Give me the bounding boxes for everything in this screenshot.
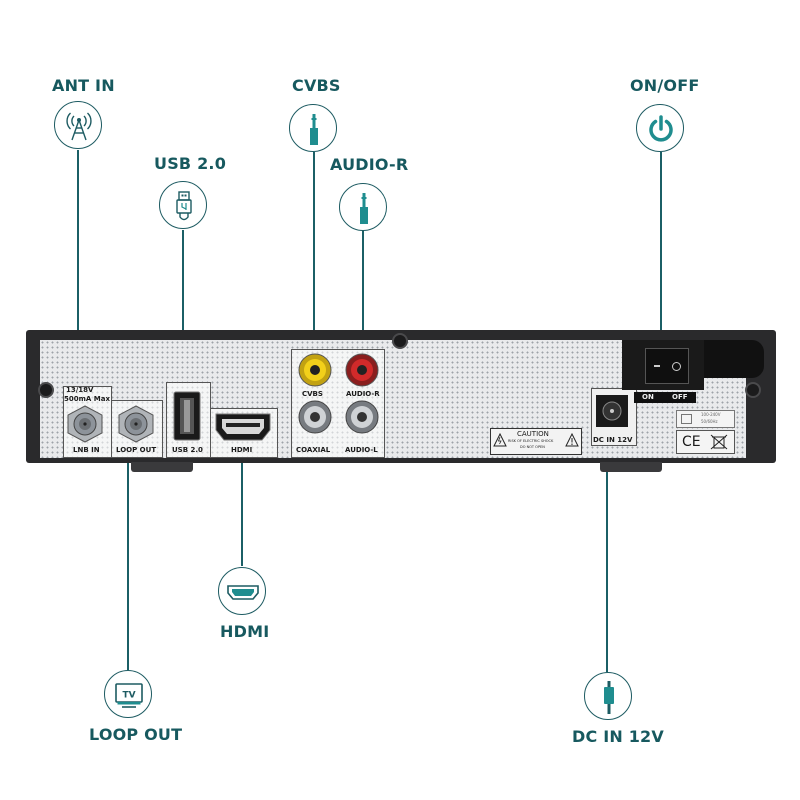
audio-l-port-label: AUDIO-L — [345, 446, 378, 454]
tv-icon-text: TV — [122, 691, 135, 701]
label-usb: USB 2.0 — [154, 154, 227, 173]
coaxial-jack — [298, 400, 332, 434]
coaxial-port-label: COAXIAL — [296, 446, 331, 454]
caution-line2: DO NOT OPEN — [520, 445, 545, 449]
label-on-off: ON/OFF — [630, 76, 700, 95]
warning-icon — [565, 433, 579, 447]
power-cord — [704, 340, 764, 378]
loop-out-connector — [118, 405, 154, 443]
screw — [745, 382, 761, 398]
dc-in-jack — [596, 395, 628, 427]
caution-line1: RISK OF ELECTRIC SHOCK — [508, 439, 554, 443]
leader-cvbs — [313, 152, 315, 364]
lnb-voltage-label: 13/18V — [66, 386, 94, 394]
audio-l-jack — [345, 400, 379, 434]
switch-off-label: OFF — [672, 393, 688, 401]
hdmi-port — [215, 413, 271, 441]
label-loop-out: LOOP OUT — [89, 725, 183, 744]
cvbs-jack — [298, 353, 332, 387]
leader-hdmi — [241, 426, 243, 566]
usb-port-label: USB 2.0 — [172, 446, 203, 454]
hdmi-port-label: HDMI — [231, 446, 253, 454]
ce-mark: CE — [682, 434, 701, 450]
loop-out-port-label: LOOP OUT — [116, 446, 157, 454]
dc-in-port-label: DC IN 12V — [593, 436, 633, 444]
caution-title: CAUTION — [517, 430, 549, 438]
label-ant-in: ANT IN — [52, 76, 115, 95]
leader-ant-in — [77, 150, 79, 412]
ce-sticker: CE — [676, 430, 735, 454]
label-cvbs: CVBS — [292, 76, 341, 95]
leader-dc-in — [606, 410, 608, 672]
leader-loop-out — [127, 430, 129, 670]
cvbs-port-label: CVBS — [302, 390, 323, 398]
usb-port — [173, 391, 201, 441]
rating-line1: 100-240V — [701, 412, 721, 417]
usb-plug-icon — [159, 181, 207, 229]
leader-audio-r — [362, 230, 364, 362]
rca-jack-icon — [289, 104, 337, 152]
audio-r-jack — [345, 353, 379, 387]
caution-sticker: CAUTION RISK OF ELECTRIC SHOCK DO NOT OP… — [490, 428, 582, 455]
hdmi-port-icon — [218, 567, 266, 615]
power-icon — [636, 104, 684, 152]
switch-on-label: ON — [642, 393, 654, 401]
power-switch[interactable] — [645, 348, 689, 384]
screw — [392, 333, 408, 349]
rating-sticker: 100-240V 50/60Hz — [676, 410, 735, 428]
rating-line2: 50/60Hz — [701, 419, 718, 424]
audio-r-port-label: AUDIO-R — [346, 390, 380, 398]
leader-on-off — [660, 152, 662, 358]
antenna-tower-icon — [54, 101, 102, 149]
warning-icon — [493, 433, 507, 447]
leader-usb — [182, 230, 184, 402]
rca-jack-icon — [339, 183, 387, 231]
label-hdmi: HDMI — [220, 622, 270, 641]
label-audio-r: AUDIO-R — [330, 155, 409, 174]
lnb-current-label: 500mA Max — [64, 395, 110, 403]
lnb-in-label: LNB IN — [73, 446, 100, 454]
weee-bin-icon — [710, 434, 728, 450]
device-foot — [131, 462, 193, 472]
device-foot — [600, 462, 662, 472]
dc-plug-icon — [584, 672, 632, 720]
label-dc-in: DC IN 12V — [572, 727, 664, 746]
tv-icon: TV — [104, 670, 152, 718]
screw — [38, 382, 54, 398]
lnb-in-connector — [67, 405, 103, 443]
switch-label-strip: ON OFF — [634, 392, 696, 403]
